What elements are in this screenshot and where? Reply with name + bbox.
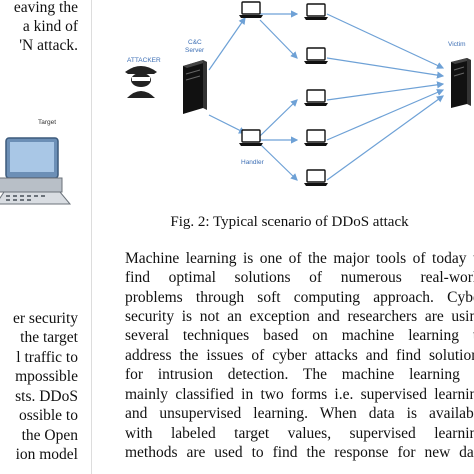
left-column: eaving the a kind of 'N attack. Target e… <box>0 0 80 474</box>
left-text-line: l traffic to <box>16 349 78 366</box>
body-line: Machine learning is one of the major too… <box>125 250 474 267</box>
right-column: ATTACKER C&C Server Handler Victim <box>105 0 474 474</box>
cc-label: C&C <box>188 39 202 46</box>
target-computer-icon <box>0 137 72 205</box>
left-text-line: the Open <box>21 427 78 444</box>
left-text-line: mpossible <box>15 368 78 385</box>
left-text-line: ossible to <box>19 407 78 424</box>
left-text-line: a kind of <box>22 18 78 35</box>
handler-laptop-icon <box>238 1 264 19</box>
left-text-line: the target <box>20 329 78 346</box>
left-text-line: sts. DDoS <box>15 388 78 405</box>
body-line: find optimal solutions of numerous real-… <box>125 269 474 286</box>
connection-lines <box>208 10 445 181</box>
body-line: several techniques based on machine lear… <box>125 327 474 344</box>
body-line: mainly classified in two forms i.e. supe… <box>125 386 474 403</box>
body-line: and unsupervised learning. When data is … <box>125 405 474 422</box>
body-line: methods are used to find the response fo… <box>125 444 474 461</box>
target-label: Target <box>38 119 56 126</box>
left-text-line: ion model <box>15 446 78 463</box>
left-text-line: eaving the <box>13 0 78 16</box>
left-text-line: er security <box>13 310 78 327</box>
body-line: problems through soft computing approach… <box>125 289 474 306</box>
attacker-icon <box>125 66 157 98</box>
bot-laptop-icon <box>303 47 329 65</box>
attacker-label: ATTACKER <box>127 57 161 64</box>
bot-laptop-icon <box>303 169 329 187</box>
handler-label: Handler <box>241 159 265 166</box>
body-line: with labeled target values, supervised l… <box>125 425 474 442</box>
cc-server-icon <box>183 60 207 114</box>
victim-label: Victim <box>448 41 466 48</box>
figure-caption: Fig. 2: Typical scenario of DDoS attack <box>170 214 409 230</box>
left-text-line: 'N attack. <box>19 37 78 54</box>
target-computer-figure: Target <box>0 119 72 205</box>
body-line: address the issues of cyber attacks and … <box>125 347 474 364</box>
bot-laptop-icon <box>303 89 329 107</box>
column-gutter <box>91 0 92 474</box>
body-line: security is not an exception and researc… <box>125 308 474 325</box>
body-line: for intrusion detection. The machine lea… <box>125 366 474 383</box>
ddos-diagram: ATTACKER C&C Server Handler Victim <box>125 1 471 187</box>
bot-laptop-icon <box>303 129 329 147</box>
bot-laptop-icon <box>303 3 329 21</box>
handler-laptop-icon <box>238 129 264 147</box>
server-label: Server <box>185 47 205 54</box>
victim-server-icon <box>451 58 471 108</box>
